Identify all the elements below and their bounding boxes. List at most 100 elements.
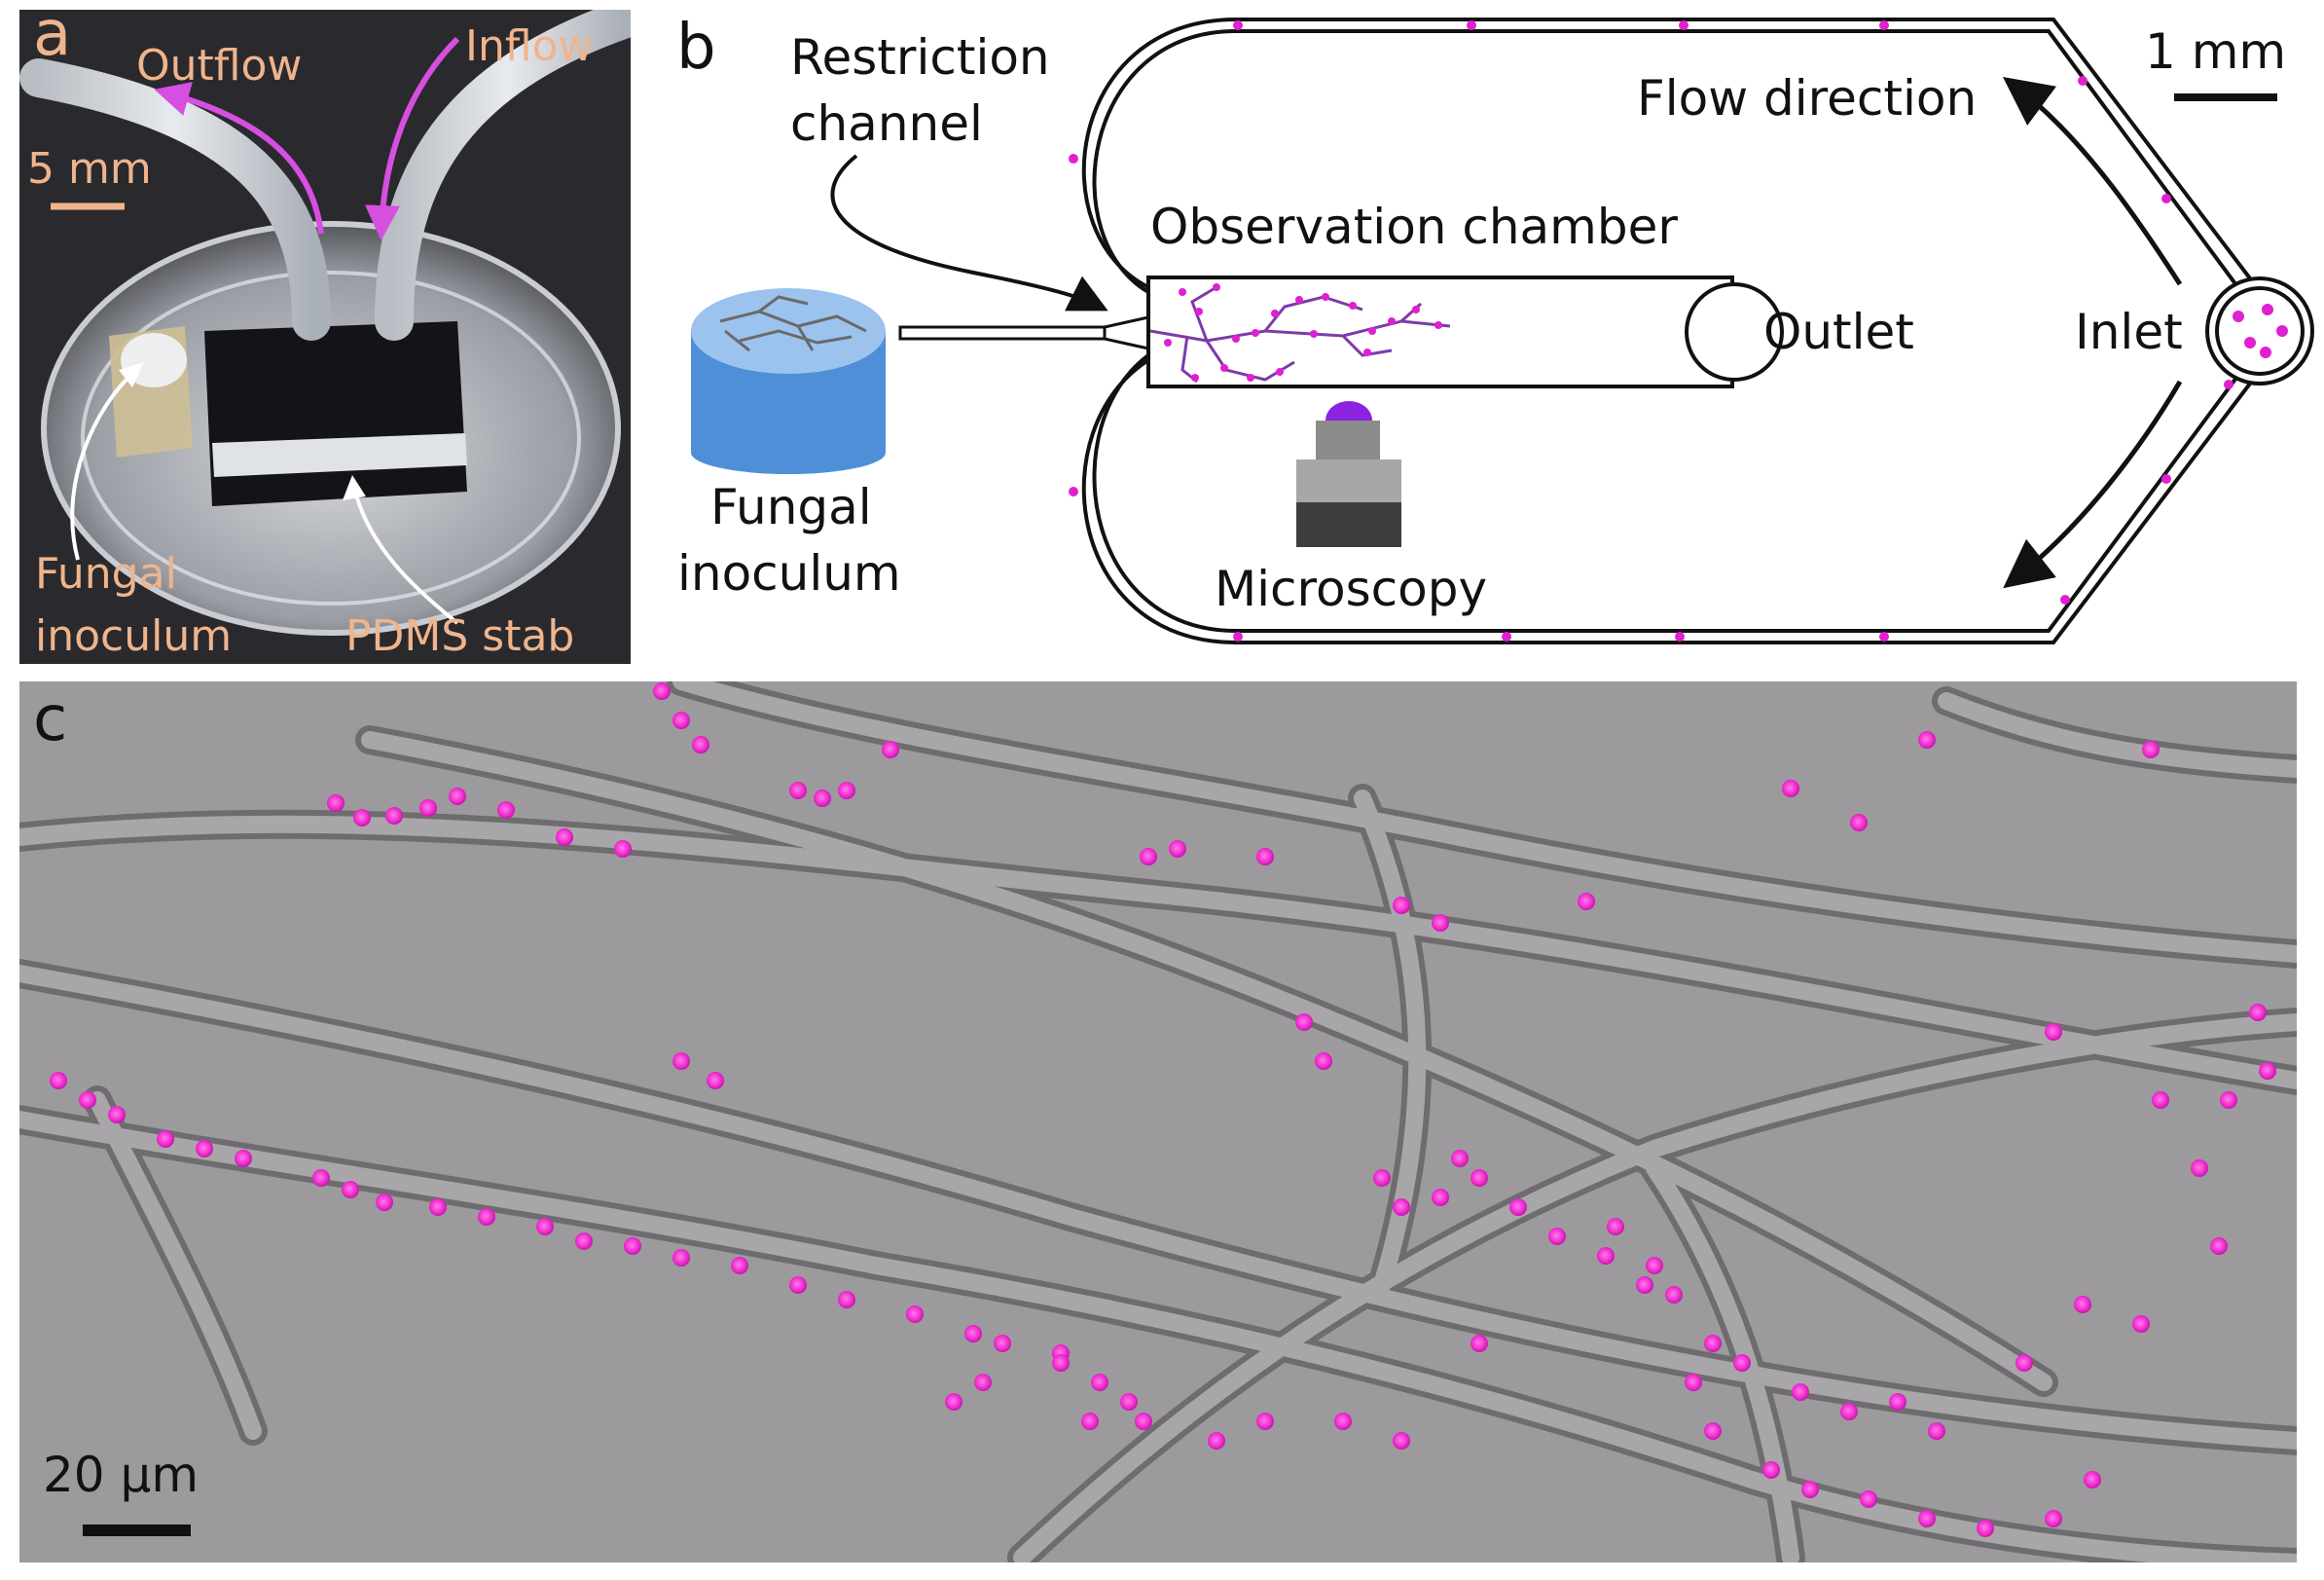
- micrograph-bacterium: [1373, 1169, 1391, 1187]
- outflow-label: Outflow: [136, 41, 302, 91]
- micrograph-bacterium: [1393, 897, 1410, 914]
- micrograph-bacterium: [327, 794, 345, 812]
- chamber-bacterium: [1271, 310, 1279, 317]
- micrograph-bacterium: [1918, 1510, 1936, 1527]
- fungal-pointer-head: [119, 362, 144, 387]
- cylinder-bottom: [691, 431, 886, 474]
- micrograph-bacterium: [556, 828, 573, 846]
- micrograph-bacterium: [2152, 1091, 2169, 1109]
- microscope-body: [1296, 502, 1401, 547]
- micrograph-bacterium: [1256, 1413, 1274, 1430]
- cylinder-hyphae: [719, 295, 867, 352]
- channel-bacterium: [1467, 20, 1476, 30]
- micrograph-bacterium: [342, 1181, 359, 1198]
- micrograph-bacterium: [2084, 1471, 2101, 1488]
- micrograph-bacterium: [79, 1091, 96, 1109]
- micrograph-bacterium: [1509, 1198, 1527, 1216]
- channel-bacterium: [2224, 380, 2233, 389]
- chamber-bacterium: [1276, 368, 1284, 376]
- micrograph-bacterium: [1636, 1276, 1653, 1294]
- microscopy-label: Microscopy: [1215, 561, 1487, 617]
- restriction-label-line2: channel: [790, 95, 983, 152]
- micrograph-bacterium: [1801, 1481, 1819, 1498]
- pdms-stab: [212, 433, 467, 477]
- channel-bacterium: [1675, 632, 1685, 642]
- inlet-bacterium: [2233, 311, 2244, 322]
- micrograph-bacterium: [2015, 1354, 2033, 1372]
- micrograph-bacterium: [838, 782, 855, 799]
- micrograph-bacterium: [1646, 1257, 1663, 1274]
- micrograph-bacterium: [2220, 1091, 2237, 1109]
- channel-bacteria: [1069, 20, 2233, 642]
- micrograph-bacterium: [1091, 1374, 1108, 1391]
- cylinder-top: [691, 288, 886, 374]
- pdms-pointer-arrow: [353, 491, 459, 625]
- micrograph-bacterium: [1208, 1432, 1225, 1450]
- hypha-line: [724, 329, 750, 352]
- micrograph-bacterium: [1334, 1413, 1352, 1430]
- micrograph-bacterium: [2045, 1510, 2062, 1527]
- chamber-bacterium: [1213, 283, 1220, 291]
- micrograph-bacterium: [2045, 1023, 2062, 1041]
- hypha-strand-core: [19, 965, 2297, 1450]
- micrograph-bacterium: [497, 801, 515, 819]
- observation-chamber-label: Observation chamber: [1150, 199, 1678, 255]
- hypha-line: [739, 329, 853, 345]
- flow-direction-label: Flow direction: [1637, 70, 1977, 127]
- micrograph-bacterium: [614, 840, 632, 858]
- chamber-bacterium: [1412, 306, 1420, 313]
- micrograph-bacterium: [1762, 1461, 1780, 1479]
- flow-arrow-upper: [2002, 77, 2183, 286]
- micrograph-bacterium: [1889, 1393, 1906, 1411]
- channel-bacterium: [1679, 20, 1689, 30]
- outflow-arrow: [154, 82, 324, 235]
- chamber-bacteria: [1164, 283, 1442, 382]
- micrograph-bacterium: [1928, 1422, 1945, 1440]
- micrograph-bacterium: [312, 1169, 330, 1187]
- micrograph-bacterium: [1977, 1520, 1994, 1537]
- flow-arrow-lower: [2003, 380, 2183, 589]
- petri-dish-inner-rim: [81, 271, 581, 606]
- micrograph-bacterium: [1918, 731, 1936, 749]
- micrograph-bacterium: [789, 1276, 807, 1294]
- micrograph-bacterium: [385, 807, 403, 825]
- micrograph-bacterium: [1081, 1413, 1099, 1430]
- micrograph-bacterium: [1451, 1150, 1469, 1167]
- channel-bacterium: [1069, 487, 1078, 496]
- hypha-strand-core: [1646, 1159, 1799, 1562]
- microscope-icon: [1296, 401, 1401, 547]
- micrograph-bacterium: [536, 1218, 554, 1235]
- micrograph-bacterium: [1315, 1052, 1332, 1070]
- micrograph-bacterium: [1471, 1335, 1488, 1352]
- chamber-bacterium: [1179, 288, 1186, 296]
- micrograph-bacterium: [882, 741, 899, 758]
- micrograph-bacterium: [964, 1325, 982, 1342]
- hypha-strand-core: [361, 731, 2052, 1391]
- micrograph-bacterium: [1607, 1218, 1624, 1235]
- chamber-bacterium: [1247, 374, 1254, 382]
- micrograph-bacterium: [1432, 914, 1449, 932]
- inflow-arrow: [364, 36, 460, 240]
- inlet-bacterium: [2260, 347, 2271, 358]
- channel-bacterium: [1233, 20, 1243, 30]
- chamber-bacterium: [1220, 364, 1228, 372]
- panel-a-letter: a: [33, 0, 71, 70]
- inlet-bacterium: [2276, 325, 2288, 337]
- micrograph-bacterium: [1840, 1403, 1858, 1420]
- micrograph-bacterium: [2142, 741, 2160, 758]
- micrograph-bacterium: [814, 790, 831, 807]
- restriction-pointer: [830, 154, 1108, 312]
- micrograph-bacterium: [2210, 1237, 2228, 1255]
- hypha-line: [758, 295, 809, 313]
- channel-bacterium: [1879, 20, 1889, 30]
- micrograph-bacterium: [1704, 1422, 1722, 1440]
- panel-c: c 20 µm: [19, 681, 2297, 1562]
- micrograph-bacteria: [50, 682, 2276, 1537]
- micrograph-bacterium: [707, 1072, 724, 1089]
- fungal-inoculum-line2: inoculum: [35, 611, 232, 661]
- scale-label-20um: 20 µm: [43, 1447, 199, 1503]
- channel-outer: [1081, 18, 2255, 644]
- outlet-label: Outlet: [1763, 304, 1914, 360]
- panel-b-letter: b: [676, 12, 716, 84]
